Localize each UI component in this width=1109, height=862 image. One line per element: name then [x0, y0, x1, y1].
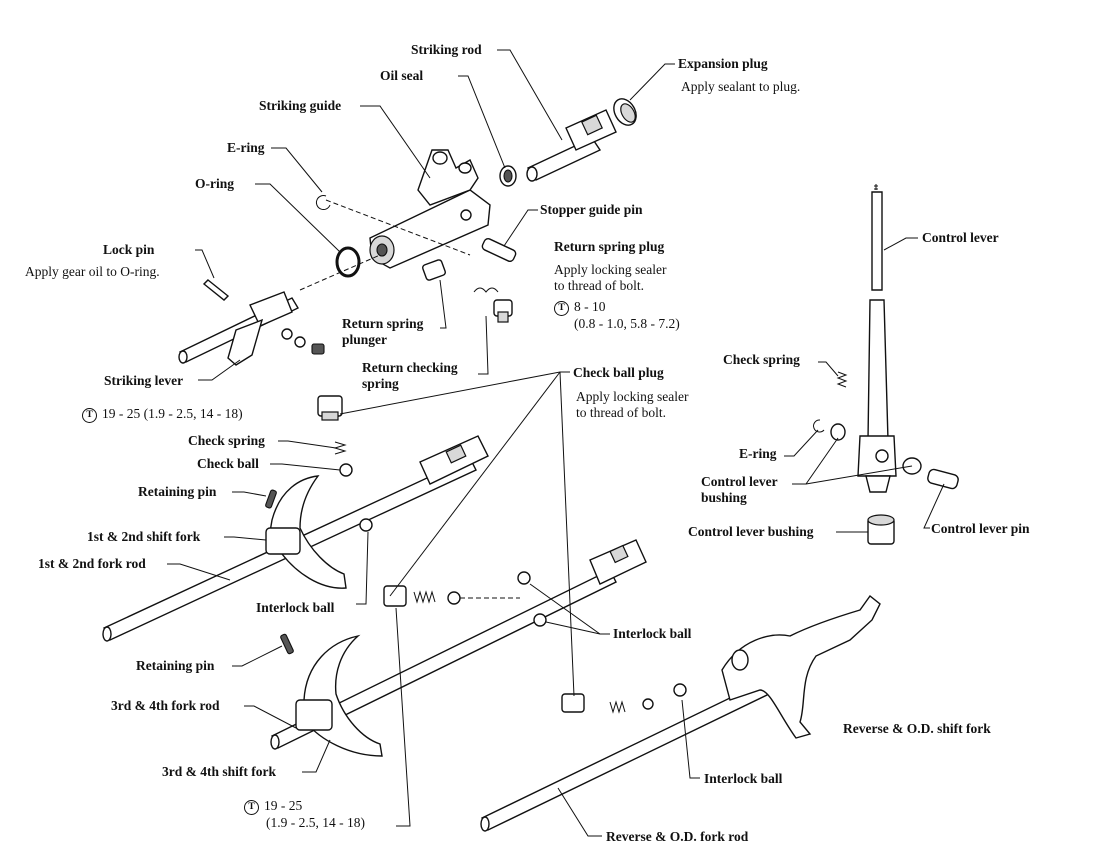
label-retaining-pin-top: Retaining pin: [138, 484, 217, 499]
label-stopper-guide-pin: Stopper guide pin: [540, 202, 643, 217]
label-control-lever-pin: Control lever pin: [931, 521, 1030, 536]
check-ball-plug-mid-part: [383, 585, 461, 607]
label-o-ring: O-ring: [195, 176, 234, 191]
label-check-ball: Check ball: [197, 456, 259, 471]
expansion-plug-part: [613, 98, 637, 126]
label-lock-pin: Lock pin: [103, 242, 155, 257]
check-ball-plug-bottom-part: [561, 683, 687, 714]
label-shift-fork-12: 1st & 2nd shift fork: [87, 529, 201, 544]
fork-rod-34-part: [270, 539, 647, 750]
lock-pin-part: [202, 279, 230, 301]
torque-icon: T: [554, 301, 569, 316]
label-reverse-od-shift-fork: Reverse & O.D. shift fork: [843, 721, 991, 736]
striking-lever-part: [178, 291, 325, 366]
label-return-checking-spring: Return checking spring: [362, 360, 458, 391]
label-interlock-ball-bottom: Interlock ball: [704, 771, 783, 786]
torque-icon: T: [82, 408, 97, 423]
label-control-lever: Control lever: [922, 230, 999, 245]
label-interlock-ball-left: Interlock ball: [256, 600, 335, 615]
interlock-ball-mid-bottom-part: [533, 613, 547, 627]
control-lever-part: [857, 184, 897, 493]
label-retaining-pin-bottom: Retaining pin: [136, 658, 215, 673]
check-ball-plug-top-part: [317, 395, 353, 477]
label-fork-rod-12: 1st & 2nd fork rod: [38, 556, 146, 571]
e-ring-top-part: [315, 195, 331, 211]
label-expansion-plug: Expansion plug: [678, 56, 768, 71]
label-return-spring-plug: Return spring plug: [554, 239, 665, 254]
label-striking-lever: Striking lever: [104, 373, 184, 388]
note-lock-pin: Apply gear oil to O-ring.: [25, 264, 160, 279]
control-lever-pin-part: [902, 457, 959, 490]
label-control-lever-bushing: Control lever bushing: [701, 474, 778, 505]
label-e-ring-right: E-ring: [739, 446, 777, 461]
label-check-spring-left: Check spring: [188, 433, 265, 448]
shift-fork-34-part: [295, 634, 383, 757]
reverse-od-shift-fork-part: [721, 594, 881, 739]
check-spring-right-part: [836, 371, 848, 388]
oil-seal-part: [499, 165, 517, 187]
note-expansion-plug: Apply sealant to plug.: [681, 79, 801, 94]
o-ring-part: [335, 246, 361, 278]
label-control-lever-bushing-bottom: Control lever bushing: [688, 524, 814, 539]
label-check-ball-plug: Check ball plug: [573, 365, 664, 380]
label-fork-rod-34: 3rd & 4th fork rod: [111, 698, 220, 713]
striking-guide-part: [369, 149, 491, 269]
label-shift-fork-34: 3rd & 4th shift fork: [162, 764, 276, 779]
striking-rod-part: [526, 109, 617, 182]
control-lever-bushing-part: [867, 514, 895, 545]
label-oil-seal: Oil seal: [380, 68, 424, 83]
label-return-spring-plunger: Return spring plunger: [342, 316, 424, 347]
note-check-ball-plug: Apply locking sealer to thread of bolt.: [576, 389, 689, 420]
leader-lines: [167, 49, 945, 837]
retaining-pin-bottom-part: [280, 633, 294, 655]
label-e-ring-top: E-ring: [227, 140, 265, 155]
label-striking-rod: Striking rod: [411, 42, 482, 57]
label-reverse-od-fork-rod: Reverse & O.D. fork rod: [606, 829, 749, 844]
interlock-ball-left-part: [359, 518, 373, 532]
return-spring-plunger-part: [422, 259, 446, 281]
stopper-guide-pin-part: [481, 237, 517, 263]
e-ring-right-part: [813, 419, 846, 441]
shift-fork-12-part: [265, 475, 347, 589]
torque-icon: T: [244, 800, 259, 815]
label-check-spring-right: Check spring: [723, 352, 800, 367]
retaining-pin-top-part: [265, 489, 277, 509]
note-return-spring-plug: Apply locking sealer to thread of bolt.: [554, 262, 667, 293]
label-interlock-ball-mid: Interlock ball: [613, 626, 692, 641]
interlock-ball-mid-top-part: [517, 571, 531, 585]
label-striking-guide: Striking guide: [259, 98, 342, 113]
return-spring-plug-part: [473, 287, 513, 323]
